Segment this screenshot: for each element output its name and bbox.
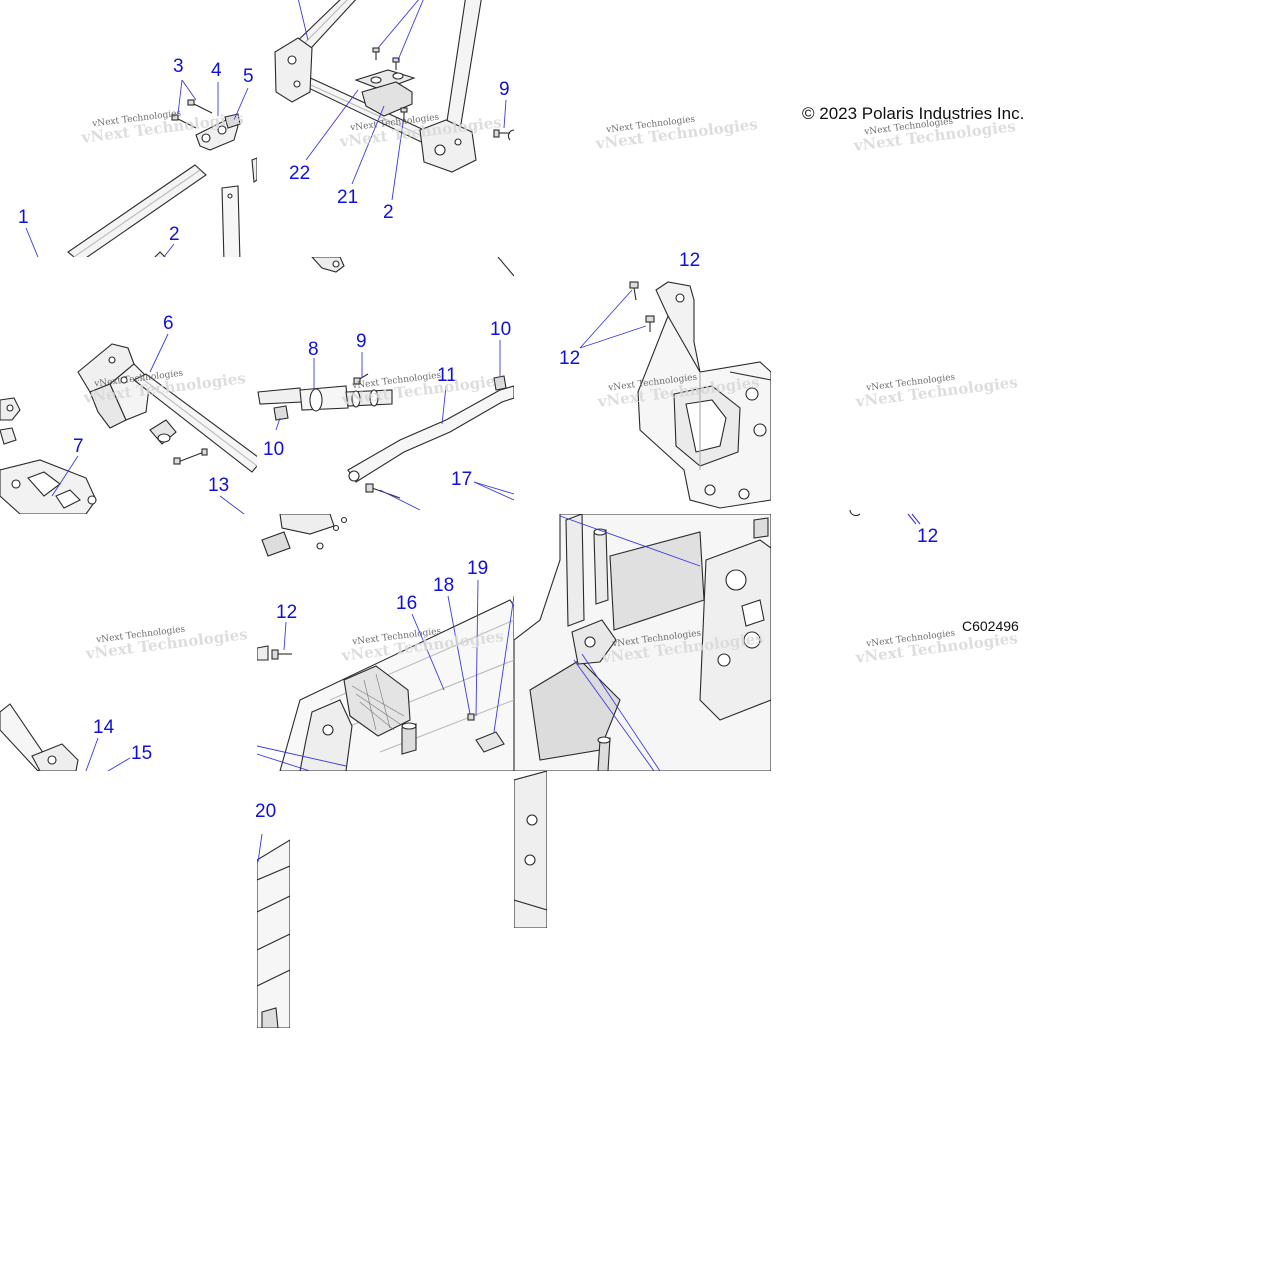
callout-15: 15 [131, 743, 153, 764]
callout-12: 12 [679, 250, 701, 271]
callout-19: 19 [467, 558, 489, 579]
callout-3: 3 [173, 56, 184, 77]
callout-10: 10 [263, 439, 285, 460]
callout-6: 6 [163, 313, 174, 334]
callout-12: 12 [559, 348, 581, 369]
callout-16: 16 [396, 593, 418, 614]
callout-2: 2 [383, 202, 394, 223]
callout-10: 10 [490, 319, 512, 340]
figure-id: C602496 [962, 618, 1019, 634]
tile-lower-right [514, 514, 771, 771]
callout-21: 21 [337, 187, 359, 208]
callout-12: 12 [917, 526, 939, 547]
callout-8: 8 [308, 339, 319, 360]
callout-17: 17 [451, 469, 473, 490]
tile-lower-center [257, 514, 514, 771]
tile-lower-left [0, 703, 131, 771]
callout-20: 20 [255, 801, 277, 822]
callout-18: 18 [433, 575, 455, 596]
callout-11: 11 [437, 365, 457, 386]
callout-2: 2 [169, 224, 180, 245]
tile-bottom-strip-right [514, 771, 547, 928]
tile-middle-left [0, 333, 257, 514]
tile-middle-center [257, 257, 514, 511]
tile-upper-left [25, 79, 257, 257]
callout-1: 1 [18, 207, 29, 228]
callout-12: 12 [276, 602, 298, 623]
tile-upper-center [274, 0, 514, 201]
tile-bottom-strip-center [257, 833, 290, 1028]
fragment-right-column [849, 509, 921, 525]
tile-middle-right [579, 281, 771, 509]
callout-7: 7 [73, 436, 84, 457]
callout-4: 4 [211, 60, 222, 81]
callout-9: 9 [499, 79, 510, 100]
callout-13: 13 [208, 475, 230, 496]
callout-5: 5 [243, 66, 254, 87]
callout-14: 14 [93, 717, 115, 738]
callout-22: 22 [289, 163, 311, 184]
copyright-notice: © 2023 Polaris Industries Inc. [802, 104, 1025, 123]
callout-9: 9 [356, 331, 367, 352]
